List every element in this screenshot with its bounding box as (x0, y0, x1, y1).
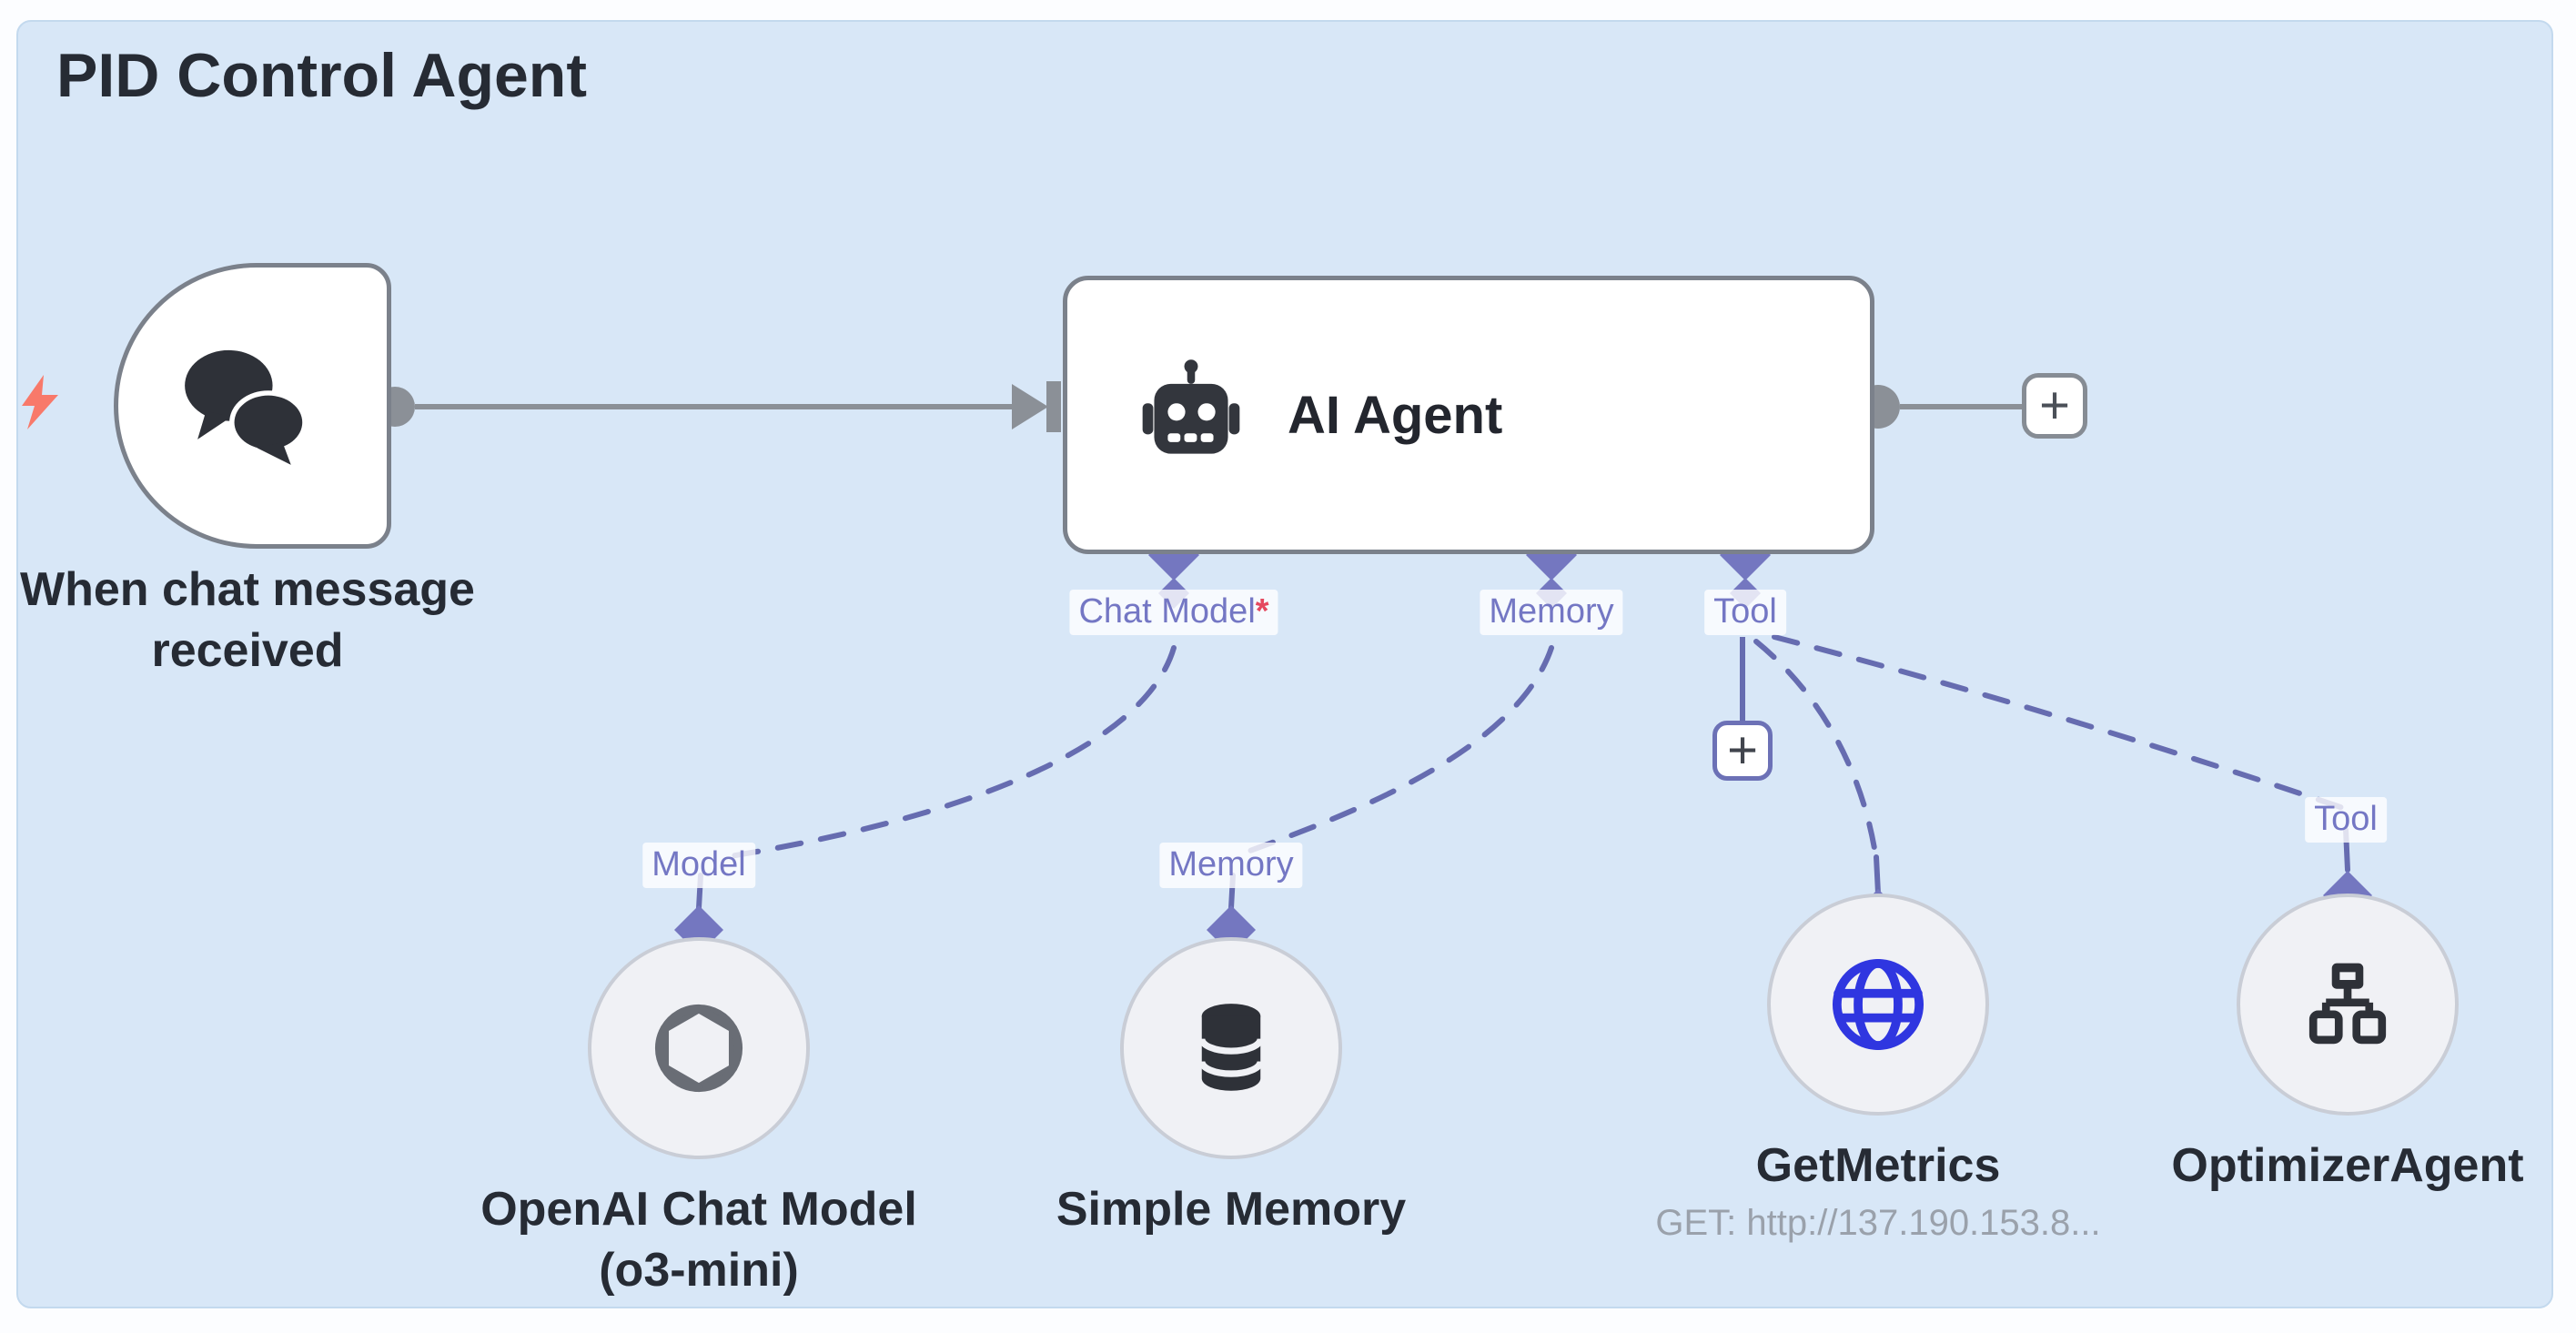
ai-agent-node-label: AI Agent (1288, 385, 1503, 445)
openai-port-label[interactable]: Model (642, 843, 755, 888)
database-icon (1198, 1004, 1264, 1091)
add-node-button[interactable]: + (2022, 373, 2087, 439)
chat-bubbles-icon (185, 349, 308, 468)
agent-port-label-memory[interactable]: Memory (1480, 590, 1623, 635)
getmetrics-node-sublabel: GET: http://137.190.153.8... (1655, 1203, 2101, 1243)
plus-icon: + (2039, 376, 2070, 435)
plus-icon: + (1727, 721, 1758, 780)
trigger-node-when-chat-message-received[interactable] (114, 263, 391, 549)
sticky-note-title: PID Control Agent (56, 41, 587, 110)
getmetrics-node-label: GetMetrics (1755, 1139, 2001, 1192)
openai-node-label: OpenAI Chat Model (o3-mini) (480, 1183, 917, 1297)
openai-chat-model-node[interactable] (588, 937, 810, 1159)
agent-port-label-tool[interactable]: Tool (1704, 590, 1786, 635)
optimizer-port-label[interactable]: Tool (2305, 797, 2387, 843)
trigger-node-label: When chat message received (20, 563, 475, 677)
agent-port-label-chat-model[interactable]: Chat Model* (1069, 590, 1278, 635)
optimizer-agent-node-label: OptimizerAgent (2171, 1139, 2524, 1192)
simple-memory-node[interactable] (1120, 937, 1342, 1159)
optimizer-agent-node[interactable] (2237, 894, 2459, 1116)
required-asterisk: * (1255, 592, 1269, 631)
simple-memory-node-label: Simple Memory (1056, 1183, 1407, 1236)
getmetrics-node[interactable] (1767, 894, 1989, 1116)
globe-icon (1832, 958, 1924, 1051)
add-tool-button[interactable]: + (1712, 721, 1773, 781)
sitemap-icon (2308, 963, 2387, 1045)
ai-agent-node[interactable]: AI Agent (1063, 276, 1874, 554)
simplememory-port-label[interactable]: Memory (1159, 843, 1303, 888)
openai-logo-icon (655, 1004, 742, 1093)
robot-icon (1142, 359, 1240, 454)
